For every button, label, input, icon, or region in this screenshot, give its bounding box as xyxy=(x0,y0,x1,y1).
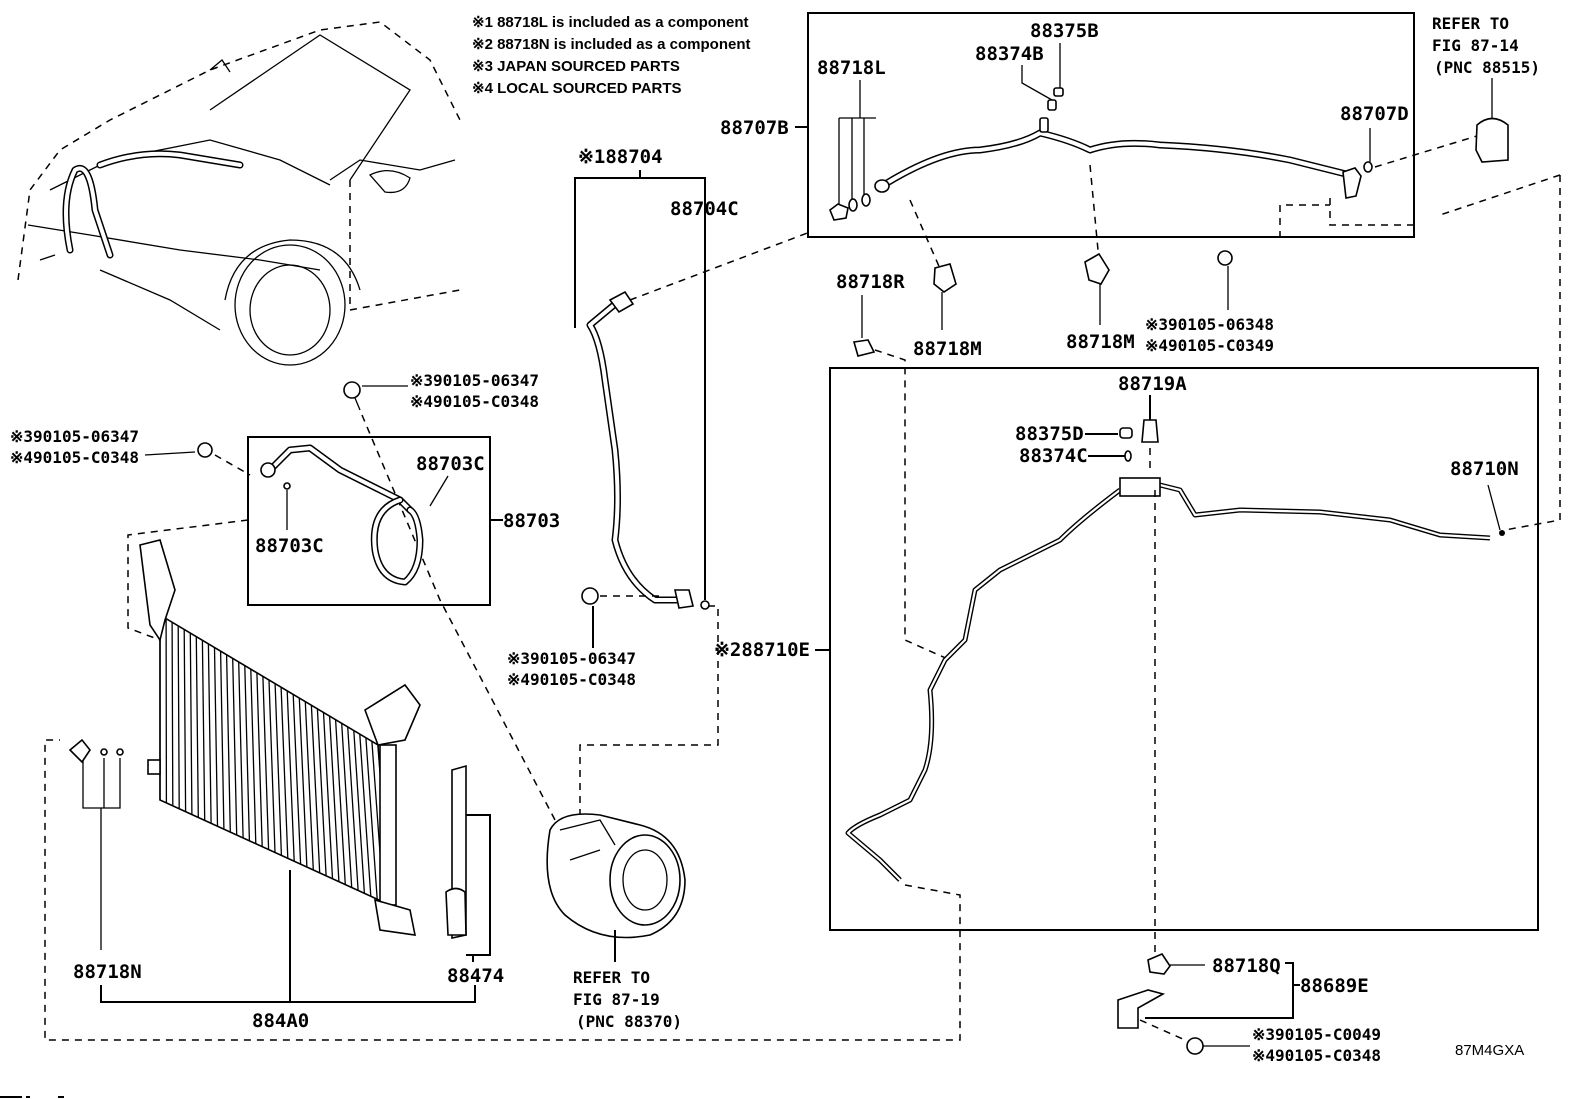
bolt-b4-code-2[interactable]: ※490105-C0349 xyxy=(1145,336,1274,355)
label-88718Q[interactable]: 88718Q xyxy=(1212,955,1281,977)
label-88718N[interactable]: 88718N xyxy=(73,961,142,983)
refer-87-14-line2: FIG 87-14 xyxy=(1432,36,1519,55)
note-4: ※4 LOCAL SOURCED PARTS xyxy=(472,80,682,97)
bolt-b5-code-2[interactable]: ※490105-C0348 xyxy=(1252,1046,1381,1065)
refer-87-14-line3: (PNC 88515) xyxy=(1434,58,1540,77)
compressor xyxy=(546,813,686,939)
refer-87-14-line1: REFER TO xyxy=(1432,14,1509,33)
note-1: ※1 88718L is included as a component xyxy=(472,14,749,31)
bolt-b2-code-2[interactable]: ※490105-C0348 xyxy=(10,448,139,467)
label-88703C-2[interactable]: 88703C xyxy=(416,453,485,475)
bolt-icon xyxy=(1186,1037,1204,1055)
clip-88718M-1 xyxy=(933,263,957,293)
bolt-icon xyxy=(343,381,361,399)
clip-88718Q xyxy=(1147,953,1171,975)
label-88703C-1[interactable]: 88703C xyxy=(255,535,324,557)
bolt-b1-code-1[interactable]: ※390105-06347 xyxy=(410,371,539,390)
bolt-b3-code-2[interactable]: ※490105-C0348 xyxy=(507,670,636,689)
clip-88718N xyxy=(68,738,91,764)
group-box-88707B xyxy=(807,12,1415,238)
bolt-b5-code-1[interactable]: ※390105-C0049 xyxy=(1252,1025,1381,1044)
label-88718R[interactable]: 88718R xyxy=(836,271,905,293)
condenser-884A0 xyxy=(139,539,421,936)
bolt-b2-code-1[interactable]: ※390105-06347 xyxy=(10,427,139,446)
label-88710N[interactable]: 88710N xyxy=(1450,458,1519,480)
group-box-88710E xyxy=(829,367,1539,931)
refer-fig-87-19[interactable]: REFER TO FIG 87-19 (PNC 88370) xyxy=(573,968,682,1031)
label-88707D[interactable]: 88707D xyxy=(1340,103,1409,125)
notes-legend: ※1 88718L is included as a component ※2 … xyxy=(472,14,751,97)
label-88704C[interactable]: 88704C xyxy=(670,198,739,220)
bolt-icon xyxy=(581,587,599,605)
bolt-b3-code-1[interactable]: ※390105-06347 xyxy=(507,649,636,668)
label-88689E[interactable]: 88689E xyxy=(1300,975,1369,997)
label-88718M-1[interactable]: 88718M xyxy=(913,338,982,360)
bolt-b4-code-1[interactable]: ※390105-06348 xyxy=(1145,315,1274,334)
pipe-block xyxy=(1119,477,1161,497)
vehicle-illustration xyxy=(17,21,461,366)
label-88707B[interactable]: 88707B xyxy=(720,117,789,139)
label-88719A[interactable]: 88719A xyxy=(1118,373,1187,395)
clip-88718L xyxy=(829,203,849,221)
bolt-b1-code-2[interactable]: ※490105-C0348 xyxy=(410,392,539,411)
pressure-switch-88719A xyxy=(1141,419,1159,443)
clip-88718M-2 xyxy=(1084,252,1110,285)
label-88718L[interactable]: 88718L xyxy=(817,57,886,79)
label-88710E[interactable]: ※288710E xyxy=(714,639,810,661)
label-88374C[interactable]: 88374C xyxy=(1019,445,1088,467)
receiver-88515 xyxy=(1475,117,1509,163)
label-88374B[interactable]: 88374B xyxy=(975,43,1044,65)
bolt-icon xyxy=(1217,250,1233,266)
refer-87-19-line3: (PNC 88370) xyxy=(576,1012,682,1031)
label-88474[interactable]: 88474 xyxy=(447,965,504,987)
diagram-id-code: 87M4GXA xyxy=(1455,1042,1524,1059)
label-88704[interactable]: ※188704 xyxy=(578,146,663,168)
plug-88474 xyxy=(445,887,467,936)
bolt-icon xyxy=(197,442,213,458)
label-884A0[interactable]: 884A0 xyxy=(252,1010,309,1032)
label-88375B[interactable]: 88375B xyxy=(1030,20,1099,42)
refer-87-19-line1: REFER TO xyxy=(573,968,650,987)
note-2: ※2 88718N is included as a component xyxy=(472,36,751,53)
refer-fig-87-14[interactable]: REFER TO FIG 87-14 (PNC 88515) xyxy=(1432,14,1540,77)
note-3: ※3 JAPAN SOURCED PARTS xyxy=(472,58,680,75)
refer-87-19-line2: FIG 87-19 xyxy=(573,990,660,1009)
bracket-88689E xyxy=(1117,989,1166,1029)
label-88375D[interactable]: 88375D xyxy=(1015,423,1084,445)
label-88718M-2[interactable]: 88718M xyxy=(1066,331,1135,353)
clip-88718R xyxy=(852,339,876,357)
label-88703[interactable]: 88703 xyxy=(503,510,560,532)
